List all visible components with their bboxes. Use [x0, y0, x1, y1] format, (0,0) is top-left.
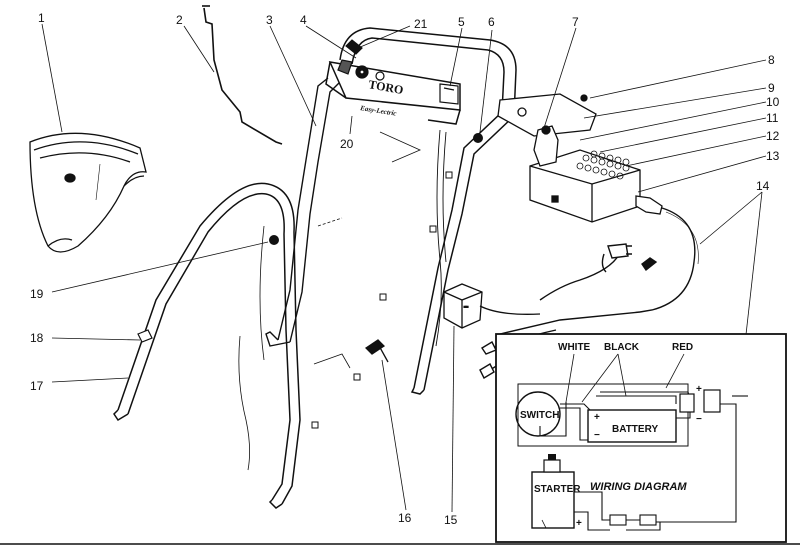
callout-12: 12: [766, 129, 780, 143]
part-handle-cable: [435, 129, 447, 347]
wiring-switch-label: SWITCH: [520, 410, 559, 421]
callout-21: 21: [414, 17, 428, 31]
wiring-battery-plus: +: [594, 412, 600, 423]
wiring-battery-minus: −: [594, 430, 600, 441]
part-20-bracket: [313, 131, 421, 369]
callout-5: 5: [458, 15, 465, 29]
wiring-starter: [531, 471, 575, 529]
callout-4: 4: [300, 13, 307, 27]
wiring-connector: + −: [679, 384, 721, 425]
part-grommet: [269, 235, 279, 245]
callout-18: 18: [30, 331, 44, 345]
callout-3: 3: [266, 13, 273, 27]
callout-10: 10: [766, 95, 780, 109]
callout-14: 14: [756, 179, 770, 193]
wiring-diagram: WHITE BLACK RED SWITCH BATTERY + −: [495, 333, 787, 543]
callout-13: 13: [766, 149, 780, 163]
wiring-starter-plus: +: [576, 518, 582, 529]
callout-20: 20: [340, 137, 354, 151]
wiring-bottom-connectors: [609, 514, 657, 526]
part-charger: ▪▪▪: [443, 283, 541, 329]
callout-2: 2: [176, 13, 183, 27]
part-handle-tube-left: [265, 77, 341, 347]
wiring-starter-cap: [543, 459, 561, 473]
part-handle-crossbar: [325, 27, 517, 395]
callout-19: 19: [30, 287, 44, 301]
part-clamp: [439, 83, 459, 105]
callout-16: 16: [398, 511, 412, 525]
wiring-starter-label: STARTER: [534, 484, 581, 495]
callout-15: 15: [444, 513, 458, 527]
wiring-switch: [515, 391, 561, 437]
part-switch-lever: [337, 39, 363, 75]
wiring-connector-plus: +: [696, 384, 702, 395]
callout-9: 9: [768, 81, 775, 95]
callout-17: 17: [30, 379, 44, 393]
wiring-connector-minus: −: [696, 414, 702, 425]
callout-6: 6: [488, 15, 495, 29]
part-lower-handle: [113, 182, 301, 509]
wire-label-white: WHITE: [558, 342, 591, 353]
part-battery-box: [497, 93, 663, 223]
callout-1: 1: [38, 11, 45, 25]
hardware-bits: [311, 171, 453, 429]
part-nut: [473, 133, 483, 143]
callout-7: 7: [572, 15, 579, 29]
part-cover-shield: [29, 132, 147, 253]
brand-toro-text: TORO: [367, 77, 404, 97]
brand-model-text: Easy-Lectric: [359, 104, 397, 118]
charger-label-mark: ▪▪▪: [464, 304, 469, 309]
wiring-diagram-title: WIRING DIAGRAM: [590, 481, 687, 493]
callout-8: 8: [768, 53, 775, 67]
part-bushing: [137, 329, 153, 343]
callout-labels: 1 2 3 4 21 5 6 7 8 9 10 11 12 13 14 15 1…: [30, 11, 780, 527]
wiring-battery-label: BATTERY: [612, 424, 658, 435]
callout-11: 11: [766, 111, 779, 125]
part-bolt: [364, 339, 389, 363]
part-knob: [355, 65, 385, 81]
part-control-rod: [202, 5, 283, 145]
wire-label-black: BLACK: [604, 342, 640, 353]
wiring-battery: [587, 409, 677, 443]
wire-label-red: RED: [672, 342, 693, 353]
